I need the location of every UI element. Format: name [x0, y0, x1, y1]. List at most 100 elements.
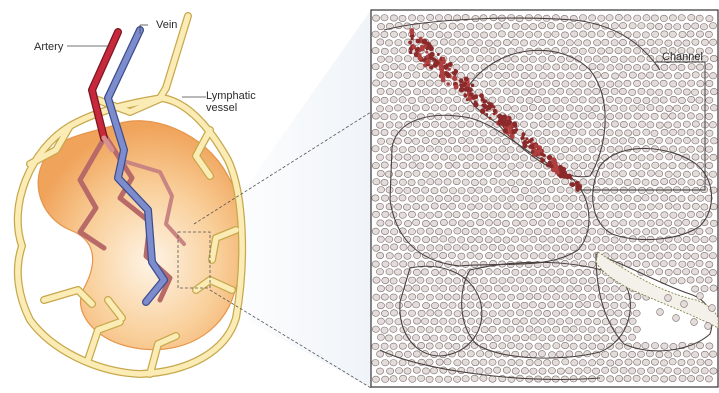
cell [377, 302, 384, 308]
cell [638, 155, 645, 161]
cell [647, 138, 654, 144]
cell [656, 203, 663, 209]
cell [458, 237, 465, 243]
cell [688, 179, 695, 185]
cell [629, 220, 636, 226]
cell [453, 326, 460, 332]
cell [521, 23, 528, 29]
cell [539, 253, 546, 259]
cell [660, 97, 667, 103]
cell [543, 343, 550, 349]
cell [656, 269, 663, 275]
cell [511, 186, 518, 192]
cell [651, 375, 658, 381]
cell [498, 244, 505, 250]
cell [511, 106, 518, 112]
cell [503, 335, 510, 341]
cell [372, 261, 379, 267]
cell [530, 334, 537, 340]
cell [710, 154, 717, 160]
cell [696, 211, 703, 217]
cell [507, 228, 514, 234]
cell [656, 351, 663, 357]
cell [449, 89, 456, 95]
cell [656, 368, 663, 374]
cell [467, 39, 474, 45]
cell [404, 220, 411, 226]
cell [557, 301, 564, 307]
cell [705, 64, 712, 70]
cell [426, 228, 433, 234]
cell [589, 63, 596, 69]
cell [395, 170, 402, 176]
cell [490, 14, 497, 20]
blood-cell [480, 108, 486, 114]
cell [413, 219, 420, 225]
cell [481, 212, 488, 218]
cell [615, 195, 622, 201]
cell [458, 170, 465, 176]
cell [642, 342, 649, 348]
cell [435, 163, 442, 169]
cell [670, 96, 677, 102]
cell [494, 252, 501, 258]
cell [539, 22, 546, 28]
cell [508, 294, 515, 300]
cell [399, 97, 406, 103]
cell [521, 56, 528, 62]
cell [449, 302, 456, 308]
cell [709, 269, 716, 275]
cell [574, 155, 581, 161]
cell [372, 343, 379, 349]
blood-cell [448, 68, 451, 71]
cell [408, 211, 415, 217]
cell [453, 294, 460, 300]
cell [692, 286, 699, 292]
cell [669, 162, 676, 168]
cell [417, 326, 424, 332]
cell [484, 187, 491, 193]
cell [598, 293, 605, 299]
cell [674, 171, 681, 177]
cell [421, 269, 428, 275]
cell [566, 23, 573, 29]
cell [471, 277, 478, 283]
cell [431, 335, 438, 341]
cell [538, 351, 545, 357]
cell [485, 137, 492, 143]
blood-cell [454, 85, 459, 90]
cell [539, 335, 546, 341]
cell [664, 367, 671, 373]
cell [526, 212, 533, 218]
cell [490, 277, 497, 283]
cell [445, 146, 452, 152]
cell [543, 97, 550, 103]
cell [453, 278, 460, 284]
cell [597, 343, 604, 349]
cell [683, 121, 690, 127]
cell [571, 81, 578, 87]
cell [422, 368, 429, 374]
cell [530, 253, 537, 259]
cell [395, 187, 402, 193]
cell [552, 211, 559, 217]
cell [670, 129, 677, 135]
cell [598, 178, 605, 184]
cell [692, 39, 699, 45]
cell [373, 277, 380, 283]
cell [652, 97, 659, 103]
cell [377, 236, 384, 242]
cell [692, 253, 699, 259]
cell [481, 196, 488, 202]
cell [679, 375, 686, 381]
cell [575, 269, 582, 275]
cell [616, 375, 623, 381]
cell [404, 171, 411, 177]
cell [584, 367, 591, 373]
cell [670, 64, 677, 70]
cell [548, 352, 555, 358]
cell [670, 81, 677, 87]
cell [666, 154, 673, 160]
cell [417, 15, 424, 21]
